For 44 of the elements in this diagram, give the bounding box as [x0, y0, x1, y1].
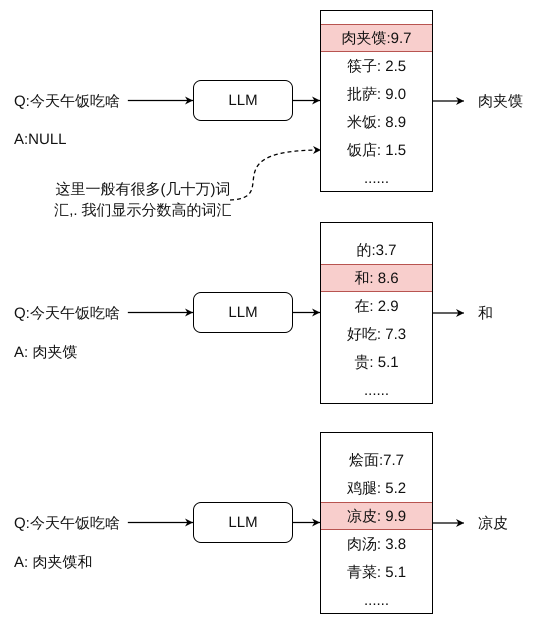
vocabulary-box [320, 10, 433, 192]
question-text: Q:今天午饭吃啥 [14, 302, 134, 324]
vocabulary-item: 肉汤: 3.8 [321, 530, 432, 558]
vocabulary-item: 好吃: 7.3 [321, 320, 432, 348]
vocabulary-box [320, 222, 433, 404]
note-text: 这里一般有很多(几十万)词汇,. 我们显示分数高的词汇 [44, 178, 242, 222]
arrow [293, 518, 320, 526]
question-text: Q:今天午饭吃啥 [14, 512, 134, 534]
vocabulary-item: 的:3.7 [321, 236, 432, 264]
vocabulary-item: 贵: 5.1 [321, 348, 432, 376]
answer-text: A: 肉夹馍和 [14, 553, 92, 572]
arrow [128, 96, 193, 104]
vocabulary-item: 筷子: 2.5 [321, 52, 432, 80]
question-text: Q:今天午饭吃啥 [14, 90, 134, 112]
answer-text: A:NULL [14, 131, 67, 148]
output-word: 凉皮 [478, 512, 538, 534]
vocabulary-item: 烩面:7.7 [321, 446, 432, 474]
highlighted-item: 和: 8.6 [321, 264, 432, 292]
arrow [128, 308, 193, 316]
llm-box: LLM [193, 502, 293, 543]
arrow [433, 97, 464, 105]
answer-text: A: 肉夹馍 [14, 343, 78, 362]
llm-box: LLM [193, 80, 293, 121]
vocabulary-item: 饭店: 1.5 [321, 136, 432, 164]
arrow [293, 96, 320, 104]
highlighted-item: 凉皮: 9.9 [321, 502, 432, 530]
arrow [293, 308, 320, 316]
vocabulary-item: 批萨: 9.0 [321, 80, 432, 108]
vocabulary-item: 鸡腿: 5.2 [321, 474, 432, 502]
llm-box: LLM [193, 292, 293, 333]
vocabulary-item: 米饭: 8.9 [321, 108, 432, 136]
highlighted-item: 肉夹馍:9.7 [321, 24, 432, 52]
arrow [433, 309, 464, 317]
dashed-arrow [230, 146, 322, 201]
arrow [433, 519, 464, 527]
vocabulary-item: ...... [321, 376, 432, 404]
output-word: 肉夹馍 [478, 90, 538, 112]
output-word: 和 [478, 302, 538, 324]
vocabulary-item: 青菜: 5.1 [321, 558, 432, 586]
vocabulary-item: ...... [321, 164, 432, 192]
vocabulary-item: 在: 2.9 [321, 292, 432, 320]
arrow [128, 518, 193, 526]
vocabulary-box [320, 432, 433, 614]
vocabulary-item: ...... [321, 586, 432, 614]
